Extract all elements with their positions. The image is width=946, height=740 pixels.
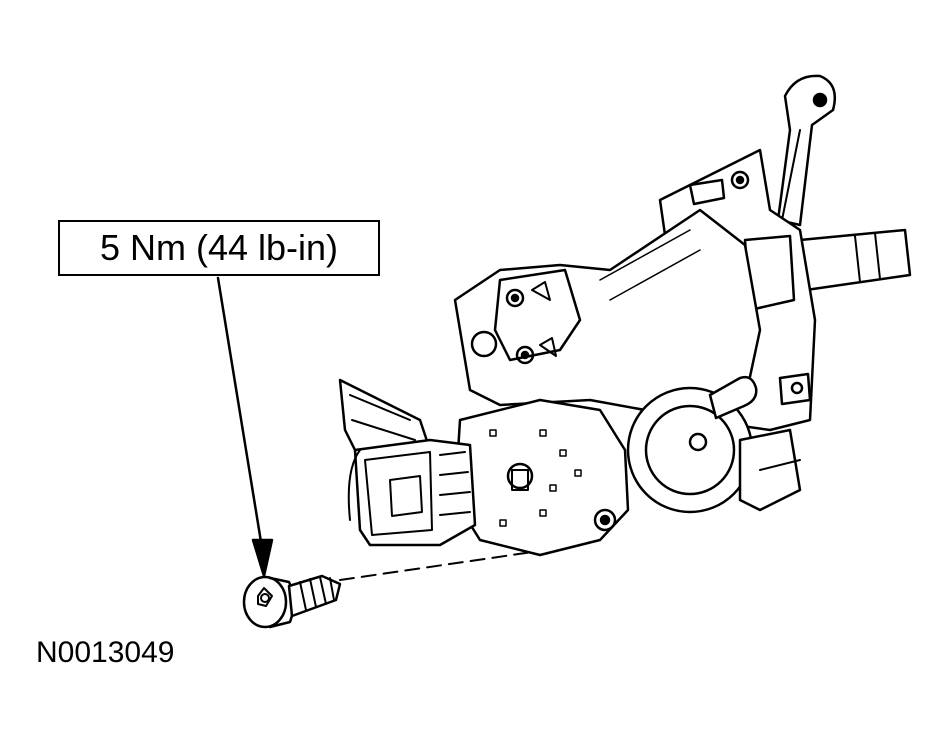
leader-arrow: [216, 276, 274, 578]
steering-column-switch-assembly: [338, 74, 912, 557]
torque-spec-callout: 5 Nm (44 lb-in): [58, 220, 380, 276]
figure-id-label: N0013049: [36, 636, 175, 669]
alignment-line: [339, 547, 561, 581]
torx-bolt-icon: [242, 574, 342, 629]
